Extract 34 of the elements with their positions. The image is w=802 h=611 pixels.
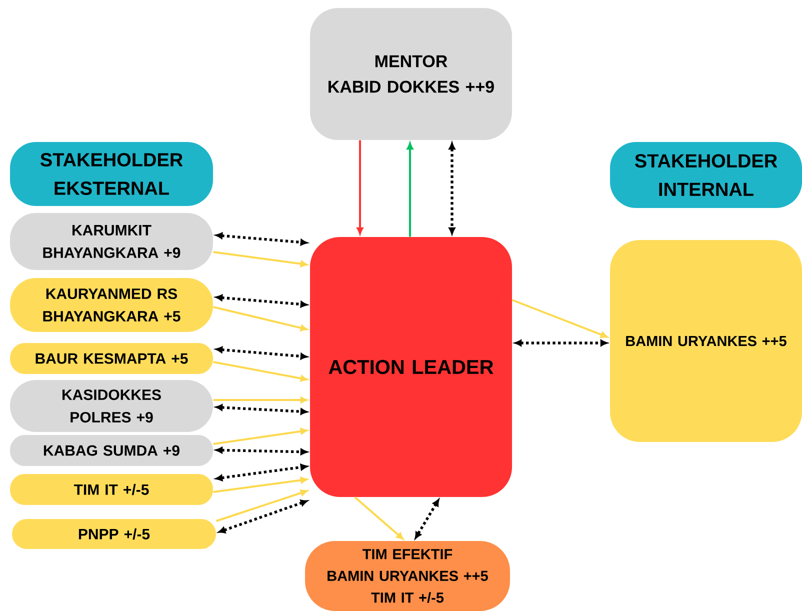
arrow bbox=[356, 140, 364, 234]
arrow bbox=[512, 299, 608, 338]
stakeholder-box: KARUMKIT BHAYANGKARA +9 bbox=[10, 213, 213, 270]
arrow bbox=[216, 346, 308, 360]
arrow bbox=[213, 428, 308, 445]
arrow bbox=[218, 500, 308, 534]
arrow bbox=[216, 404, 308, 415]
stakeholder-box: KABAG SUMDA +9 bbox=[10, 435, 213, 466]
arrow bbox=[216, 447, 308, 456]
stakeholder-box: PNPP +/-5 bbox=[12, 519, 216, 549]
arrow bbox=[216, 490, 308, 522]
stakeholder-box: KAURYANMED RS BHAYANGKARA +5 bbox=[10, 278, 213, 332]
arrow bbox=[213, 361, 308, 382]
heading-box: STAKEHOLDER EKSTERNAL bbox=[10, 142, 213, 206]
arrow bbox=[216, 294, 308, 308]
arrow bbox=[216, 232, 308, 246]
arrow bbox=[514, 340, 608, 346]
arrow bbox=[216, 464, 308, 482]
arrow bbox=[448, 142, 456, 234]
arrow bbox=[213, 251, 308, 268]
arrow bbox=[213, 396, 308, 404]
arrow bbox=[354, 496, 404, 540]
team-box: TIM EFEKTIF BAMIN URYANKES ++5 TIM IT +/-5 bbox=[305, 541, 510, 611]
stakeholder-box: TIM IT +/-5 bbox=[10, 474, 213, 505]
action-leader-box: ACTION LEADER bbox=[310, 237, 512, 497]
heading-box: STAKEHOLDER INTERNAL bbox=[610, 142, 802, 208]
arrow bbox=[414, 499, 440, 539]
stakeholder-box: KASIDOKKES POLRES +9 bbox=[10, 380, 213, 432]
arrow bbox=[406, 142, 414, 237]
stakeholder-box: BAMIN URYANKES ++5 bbox=[610, 240, 802, 442]
stakeholder-box: BAUR KESMAPTA +5 bbox=[10, 343, 213, 374]
arrow bbox=[213, 306, 308, 332]
arrow bbox=[213, 476, 308, 493]
mentor-box: MENTOR KABID DOKKES ++9 bbox=[310, 8, 512, 140]
